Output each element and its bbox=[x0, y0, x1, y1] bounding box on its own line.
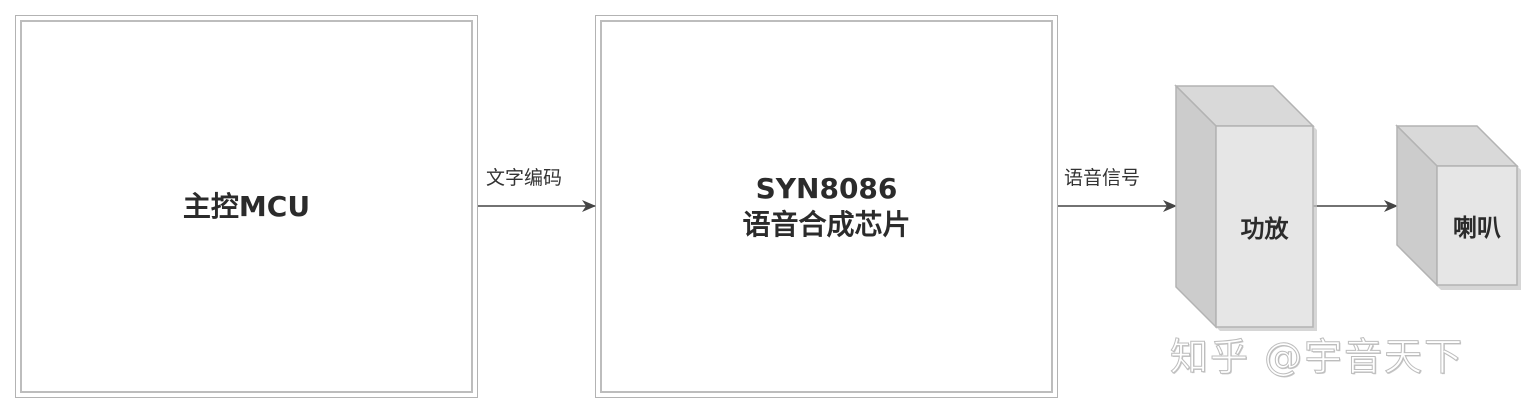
cube-front-face bbox=[1436, 165, 1518, 286]
cube-side-face bbox=[1175, 84, 1217, 329]
node-speaker-label: 喇叭 bbox=[1453, 214, 1501, 242]
node-amplifier-label: 功放 bbox=[1240, 215, 1289, 243]
node-main-mcu-inner: 主控MCU bbox=[20, 20, 473, 393]
node-main-mcu[interactable]: 主控MCU bbox=[15, 15, 478, 398]
node-syn8086-chip[interactable]: SYN8086 语音合成芯片 bbox=[595, 15, 1058, 398]
node-main-mcu-label: 主控MCU bbox=[182, 189, 311, 223]
node-syn8086-label-line2: 语音合成芯片 bbox=[742, 207, 911, 241]
node-amplifier-cube[interactable] bbox=[1174, 84, 1317, 331]
edge-label-text-encoding: 文字编码 bbox=[486, 167, 563, 189]
node-speaker-cube[interactable] bbox=[1395, 124, 1521, 290]
watermark: 知乎 @宇音天下 bbox=[1169, 335, 1465, 380]
cube-front-face bbox=[1215, 125, 1314, 328]
node-syn8086-inner: SYN8086 语音合成芯片 bbox=[600, 20, 1053, 393]
node-syn8086-label-line1: SYN8086 bbox=[755, 171, 898, 205]
edge-label-voice-signal: 语音信号 bbox=[1064, 167, 1141, 189]
